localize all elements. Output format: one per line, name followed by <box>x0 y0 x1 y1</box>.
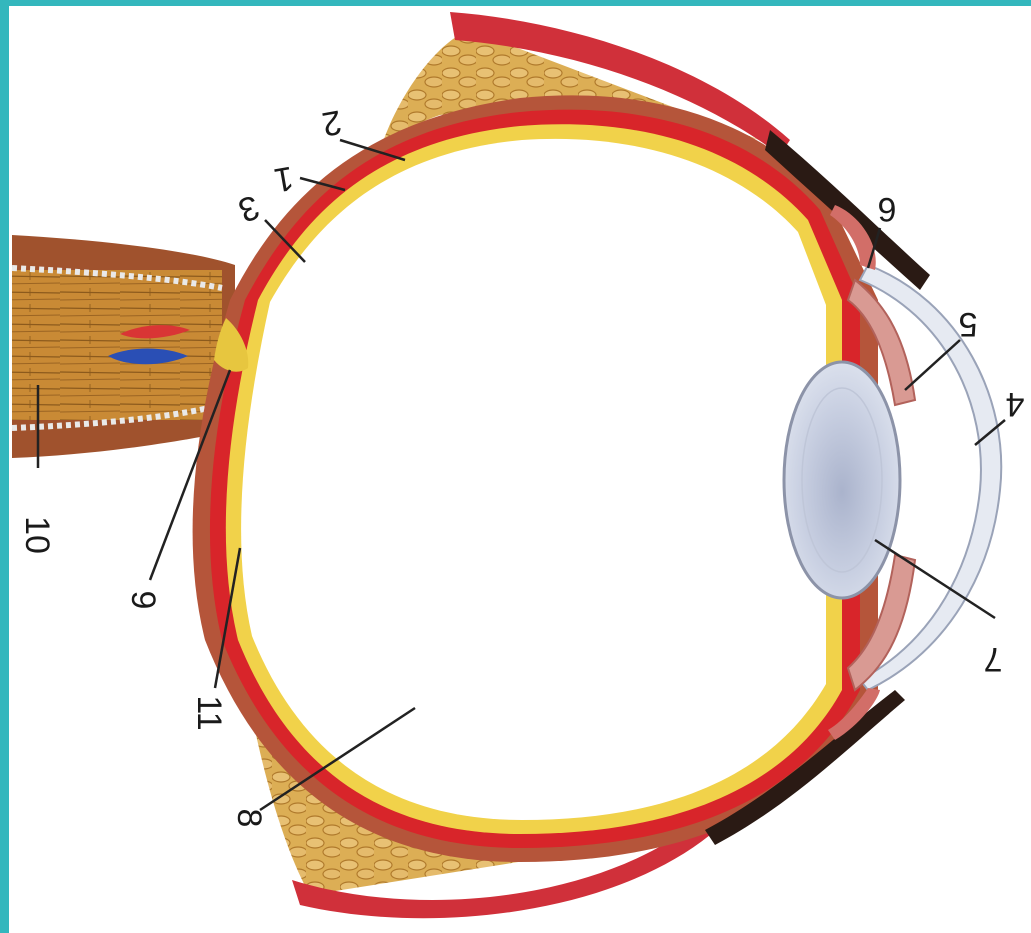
vitreous-body <box>241 139 826 820</box>
optic-nerve-fibers <box>12 270 222 420</box>
label-2: 2 <box>319 102 344 143</box>
label-5: 5 <box>959 305 978 343</box>
label-9: 9 <box>124 591 162 610</box>
label-4: 4 <box>1006 385 1025 423</box>
label-8: 8 <box>230 809 268 828</box>
label-11: 11 <box>190 695 228 730</box>
label-6: 6 <box>878 190 897 228</box>
label-7: 7 <box>984 640 1003 678</box>
label-10: 10 <box>18 516 56 554</box>
label-1: 1 <box>271 158 296 199</box>
label-3: 3 <box>233 187 264 229</box>
